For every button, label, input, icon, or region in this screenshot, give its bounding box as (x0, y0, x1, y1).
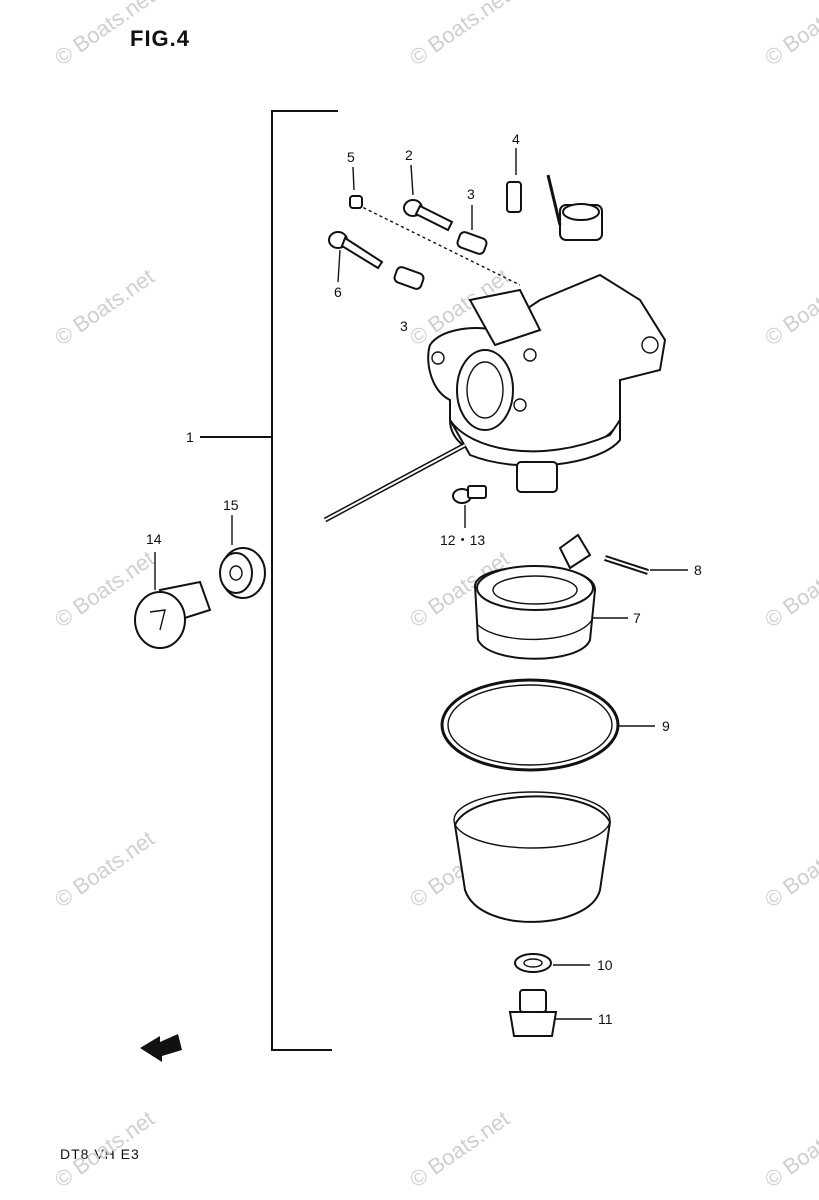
assembly-bracket (200, 110, 338, 1051)
carburetor-body (323, 174, 667, 523)
callout-5: 5 (347, 149, 355, 165)
screw-12-13 (452, 485, 487, 504)
callout-2: 2 (405, 147, 413, 163)
drain-bolt-11 (508, 989, 558, 1037)
figure-title: FIG.4 (130, 26, 191, 51)
callout-11: 11 (598, 1011, 613, 1027)
pin-8 (604, 555, 649, 575)
callout-12-13: 12・13 (440, 532, 486, 548)
bushing-15 (219, 547, 266, 599)
callout-3: 3 (467, 186, 475, 202)
callout-10: 10 (597, 957, 613, 973)
washer-10 (514, 953, 552, 973)
callout-3: 3 (400, 318, 408, 334)
screw-2 (403, 199, 454, 232)
gasket-9 (440, 678, 620, 772)
arrow-left-icon (140, 1034, 182, 1062)
leader-lines (154, 148, 688, 1020)
spring-3b (393, 266, 425, 290)
callout-15: 15 (223, 497, 239, 513)
knob-14 (134, 580, 212, 649)
callout-8: 8 (694, 562, 702, 578)
callout-1: 1 (186, 429, 194, 445)
screw-5 (349, 195, 363, 209)
screw-6 (328, 231, 384, 270)
callout-14: 14 (146, 531, 162, 547)
callout-6: 6 (334, 284, 342, 300)
model-code: DT8 VH E3 (60, 1146, 140, 1162)
callout-7: 7 (633, 610, 641, 626)
callout-4: 4 (512, 131, 520, 147)
spring-3a (456, 231, 488, 255)
callout-9: 9 (662, 718, 670, 734)
float-7 (473, 533, 597, 660)
float-bowl (453, 791, 612, 923)
fitting-4 (506, 181, 522, 213)
